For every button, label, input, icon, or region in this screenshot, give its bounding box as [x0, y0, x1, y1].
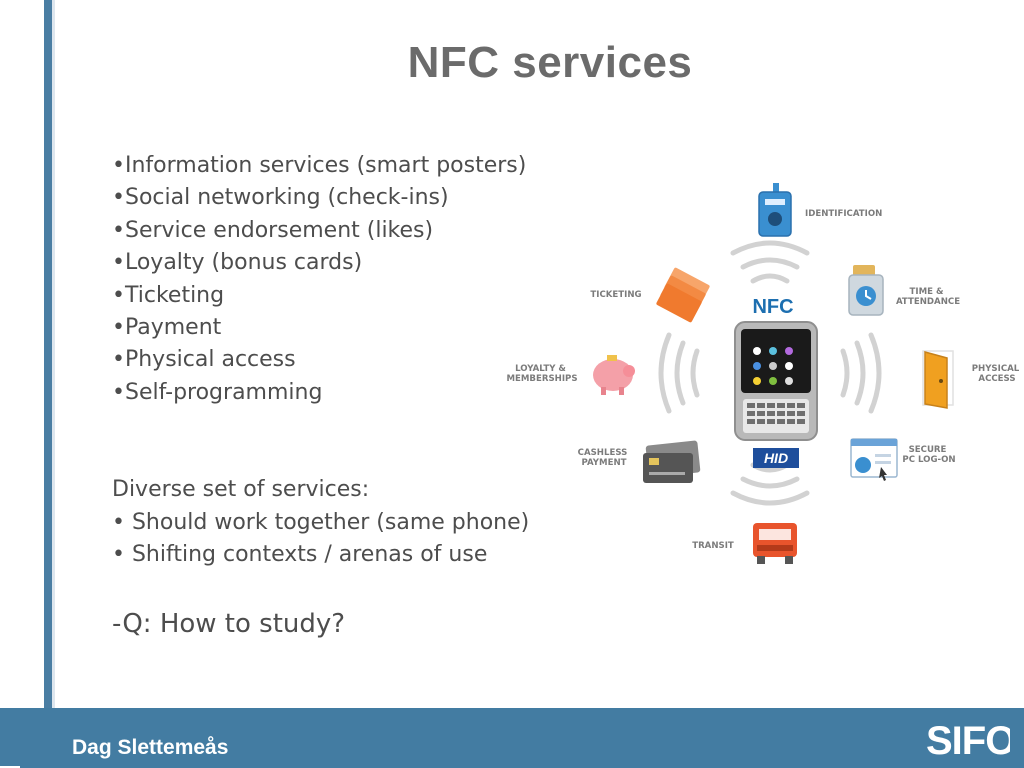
- time-clock-icon: [848, 265, 884, 316]
- label-physical-access: PHYSICAL ACCESS: [972, 364, 1023, 384]
- nfc-label: NFC: [752, 296, 793, 318]
- list-item: •Ticketing: [112, 282, 225, 308]
- slide-title: NFC services: [407, 38, 693, 87]
- nfc-wave-icon: [658, 240, 882, 506]
- nfc-services-diagram: NFC HID IDENTIFICATION: [506, 183, 1023, 564]
- left-accent-bar: [44, 0, 52, 768]
- label-loyalty-memberships: LOYALTY & MEMBERSHIPS: [506, 364, 577, 384]
- footer-tick: [0, 766, 20, 768]
- list-item: •Self-programming: [112, 379, 323, 405]
- id-badge-icon: [758, 183, 792, 237]
- sifo-logo-icon: SIFO: [926, 719, 1010, 763]
- label-time-attendance: TIME & ATTENDANCE: [896, 287, 960, 307]
- list-item: •Social networking (check-ins): [112, 185, 449, 211]
- ticket-icon: [656, 267, 710, 323]
- hid-label: HID: [764, 450, 788, 466]
- label-cashless-payment: CASHLESS PAYMENT: [578, 448, 631, 468]
- truck-icon: [753, 523, 797, 564]
- research-question: -Q: How to study?: [112, 609, 346, 640]
- browser-window-icon: [850, 438, 898, 481]
- list-item: •Service endorsement (likes): [112, 217, 434, 243]
- list-item: •Physical access: [112, 347, 296, 373]
- door-icon: [922, 350, 954, 409]
- hid-logo-icon: [753, 448, 799, 468]
- label-transit: TRANSIT: [692, 541, 734, 551]
- label-identification: IDENTIFICATION: [805, 209, 882, 219]
- left-accent-shadow: [52, 0, 55, 708]
- phone-icon: [734, 321, 818, 441]
- svg-text:SIFO: SIFO: [926, 719, 1010, 763]
- list-item: •Information services (smart posters): [112, 153, 527, 178]
- list-item: • Shifting contexts / arenas of use: [112, 542, 488, 568]
- piggy-bank-icon: [593, 355, 635, 395]
- list-item: • Should work together (same phone): [112, 509, 530, 535]
- label-secure-pc-logon: SECURE PC LOG-ON: [902, 445, 955, 465]
- list-item: •Payment: [112, 315, 222, 341]
- footer-bar: [0, 708, 1024, 768]
- service-bullet-list: •Information services (smart posters) •S…: [112, 150, 572, 409]
- diverse-section: Diverse set of services: • Should work t…: [112, 474, 572, 571]
- label-ticketing: TICKETING: [590, 290, 641, 300]
- diverse-heading: Diverse set of services:: [112, 477, 370, 503]
- list-item: •Loyalty (bonus cards): [112, 250, 363, 276]
- credit-card-icon: [643, 440, 701, 483]
- slide-content: •Information services (smart posters) •S…: [112, 150, 572, 641]
- footer-author: Dag Slettemeås: [72, 736, 229, 759]
